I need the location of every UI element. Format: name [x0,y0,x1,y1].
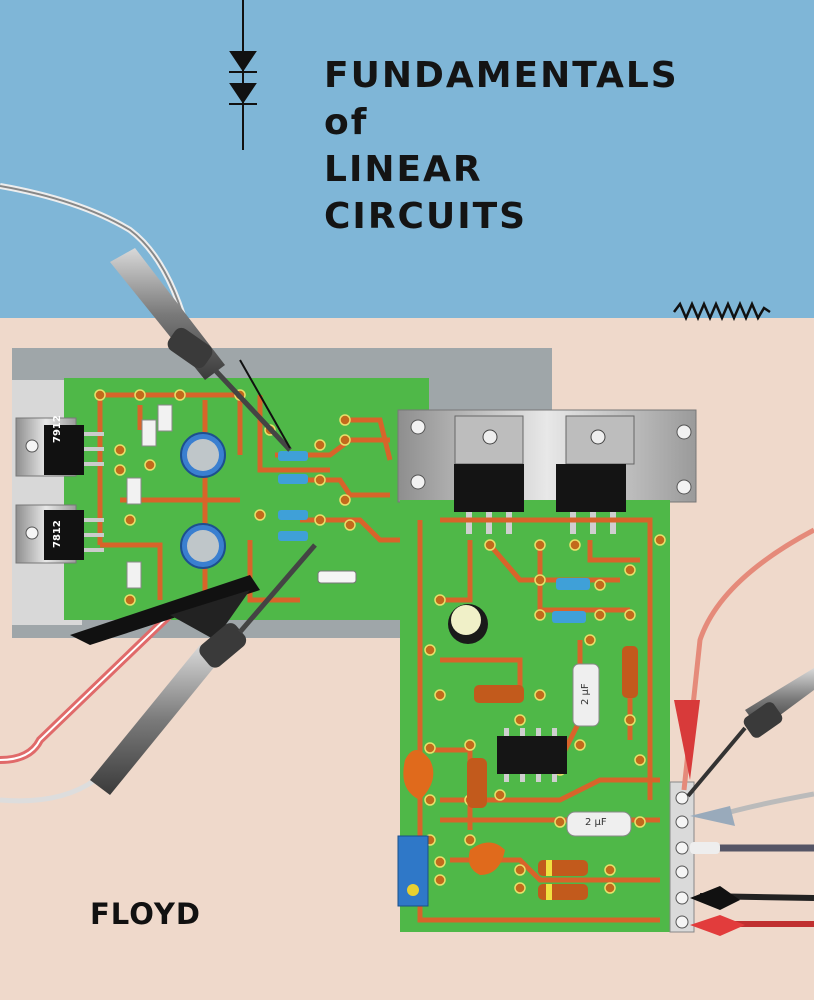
book-title: FUNDAMENTALS of LINEAR CIRCUITS [324,52,679,240]
probe-right-set [674,527,814,936]
title-line-2: of [324,102,369,143]
author-name: FLOYD [90,897,201,931]
oscilloscope-probe-icon [0,183,292,452]
title-line-4: CIRCUITS [324,196,528,237]
probe-black-lower [0,543,317,804]
reg-label-7912: 7912 [52,415,63,443]
right-circuit-board [397,409,697,933]
title-line-3: LINEAR [324,149,483,190]
resistor-symbol-icon [673,300,771,322]
cap-label-right: 2 µF [585,817,607,828]
diode-symbol-icon [229,0,257,150]
title-line-1: FUNDAMENTALS [324,55,679,96]
reg-label-7812: 7812 [52,520,63,548]
cap-label-center: 2 µF [580,683,591,705]
probe-red-wire [0,575,260,764]
